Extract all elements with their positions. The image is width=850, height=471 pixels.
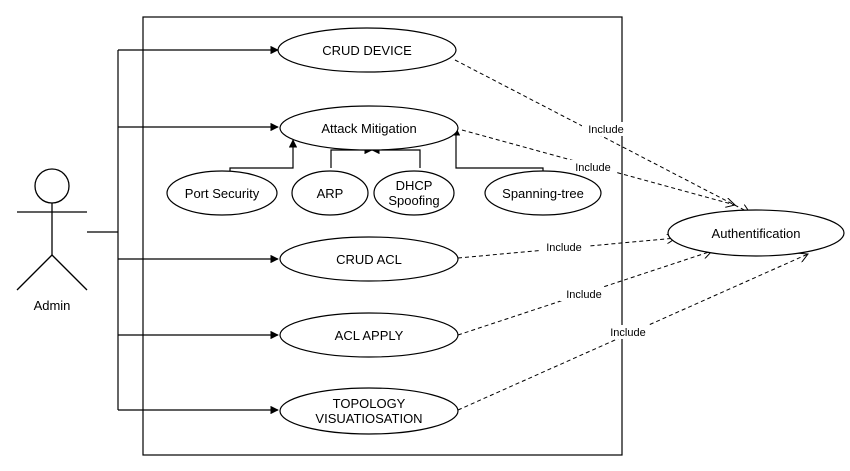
- use-case-dhcp-spoofing[interactable]: DHCP Spoofing: [373, 170, 455, 216]
- use-case-spanning-tree[interactable]: Spanning-tree: [484, 170, 602, 216]
- use-case-dhcp-label-line2: Spoofing: [388, 193, 439, 208]
- association-trunk: [87, 50, 119, 410]
- use-case-topology-label-line2: VISUATIOSATION: [315, 411, 422, 426]
- dhcp-link: [371, 145, 421, 168]
- use-case-crud-acl-label: CRUD ACL: [336, 252, 402, 267]
- include-label-1: Include: [588, 124, 623, 136]
- use-case-arp-label: ARP: [317, 186, 344, 201]
- use-case-spanning-tree-label: Spanning-tree: [502, 186, 584, 201]
- use-case-port-security[interactable]: Port Security: [166, 170, 278, 216]
- include-line-crud-acl: [457, 238, 676, 259]
- use-case-acl-apply-label: ACL APPLY: [335, 328, 404, 343]
- actor-associations: [87, 45, 279, 415]
- include-label-3: Include: [546, 242, 581, 254]
- use-case-port-security-label: Port Security: [185, 186, 260, 201]
- include-labels: Include Include Include Include Include: [540, 122, 652, 339]
- use-case-crud-device-label: CRUD DEVICE: [322, 43, 412, 58]
- use-case-arp[interactable]: ARP: [291, 170, 369, 216]
- use-case-authentification-label: Authentification: [712, 226, 801, 241]
- include-line-crud-device: [454, 59, 750, 213]
- use-case-attack-mitigation-label: Attack Mitigation: [321, 121, 416, 136]
- include-label-2: Include: [575, 162, 610, 174]
- actor-left-leg: [16, 254, 53, 291]
- system-boundary: [142, 16, 623, 456]
- actor-right-leg: [51, 254, 88, 291]
- port-security-link: [229, 139, 298, 173]
- use-case-dhcp-label-line1: DHCP: [396, 178, 433, 193]
- arp-link: [330, 145, 373, 168]
- use-case-crud-device[interactable]: CRUD DEVICE: [277, 27, 457, 73]
- include-label-5: Include: [610, 327, 645, 339]
- admin-actor[interactable]: Admin: [16, 168, 88, 313]
- use-case-topology-label-line1: TOPOLOGY: [333, 396, 406, 411]
- use-case-acl-apply[interactable]: ACL APPLY: [279, 312, 459, 358]
- spanning-tree-link: [451, 127, 544, 172]
- include-label-4: Include: [566, 289, 601, 301]
- use-case-authentification[interactable]: Authentification: [667, 209, 845, 257]
- actor-head: [34, 168, 70, 204]
- use-case-attack-mitigation[interactable]: Attack Mitigation: [279, 105, 459, 151]
- actor-label: Admin: [34, 298, 71, 313]
- use-case-crud-acl[interactable]: CRUD ACL: [279, 236, 459, 282]
- use-case-topology-visualisation[interactable]: TOPOLOGY VISUATIOSATION: [279, 387, 459, 435]
